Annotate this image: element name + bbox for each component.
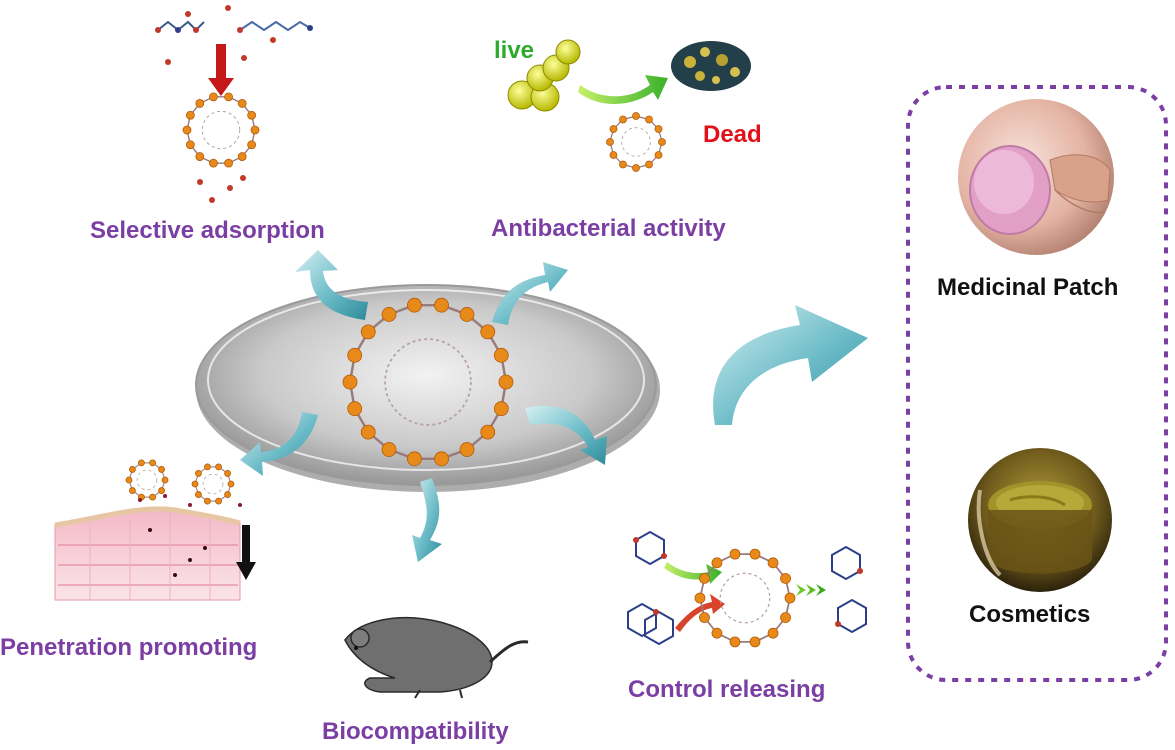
bacteria-icon — [507, 39, 581, 112]
label-selective-adsorption: Selective adsorption — [90, 217, 325, 244]
label-antibacterial-activity: Antibacterial activity — [491, 215, 726, 242]
porous-framework-icon — [342, 297, 514, 467]
arrow-to-control-releasing — [525, 405, 607, 465]
porous-framework-icon — [182, 92, 260, 168]
porous-framework-icon — [694, 548, 796, 648]
arrow-to-antibacterial — [492, 262, 568, 325]
label-medicinal-patch: Medicinal Patch — [937, 274, 1119, 301]
arrow-to-penetration — [240, 412, 318, 476]
porous-framework-icon — [125, 459, 169, 501]
applications-dashed-box — [906, 85, 1168, 682]
label-biocompatibility: Biocompatibility — [322, 718, 509, 745]
skin-layer-icon — [54, 494, 242, 601]
penetration-down-arrow — [236, 525, 256, 580]
porous-framework-icon — [606, 112, 666, 172]
dead-bacteria-icon — [671, 41, 751, 91]
loading-green-arrow — [664, 562, 722, 584]
arrow-to-applications — [713, 305, 868, 425]
porous-framework-icon — [191, 463, 235, 505]
mouse-icon — [344, 616, 529, 699]
molecule-icon — [627, 530, 867, 646]
arrow-to-selective-adsorption — [295, 250, 368, 320]
arrow-to-biocompatibility — [412, 478, 442, 562]
kill-arrow — [578, 75, 668, 104]
label-cosmetics: Cosmetics — [969, 601, 1091, 628]
patch-photo-icon — [958, 99, 1114, 255]
cosmetics-jar-icon — [968, 448, 1112, 592]
label-live: live — [494, 37, 535, 64]
loading-red-arrow — [675, 594, 725, 632]
label-dead: Dead — [703, 121, 762, 148]
adsorption-red-arrow — [208, 44, 234, 96]
label-penetration-promoting: Penetration promoting — [0, 634, 258, 661]
release-chevrons-icon — [796, 584, 826, 596]
label-control-releasing: Control releasing — [628, 676, 826, 703]
molecule-icon — [155, 5, 313, 203]
